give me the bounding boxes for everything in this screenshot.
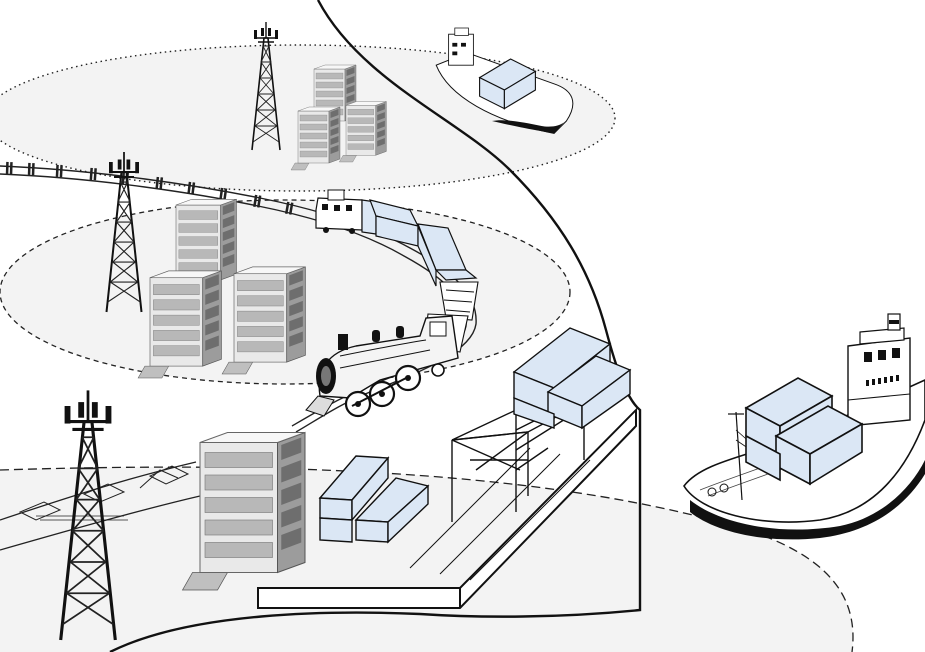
- shipping-container-icon: [512, 327, 632, 430]
- container-ship-icon: [435, 27, 574, 134]
- rail-car-icon: [315, 189, 363, 234]
- port-dock: [257, 407, 637, 609]
- container-ship-icon: [683, 313, 925, 540]
- office-building-icon: [137, 270, 222, 379]
- office-building-icon: [181, 431, 306, 591]
- steam-locomotive-icon: [305, 315, 459, 418]
- office-building-icon: [290, 106, 341, 171]
- office-building-icon: [221, 266, 306, 375]
- rail-car-icon: [361, 199, 478, 287]
- office-building-icon: [339, 101, 387, 163]
- shipping-container-icon: [318, 455, 430, 544]
- train: [305, 189, 479, 418]
- shipping-container-icon: [744, 377, 864, 486]
